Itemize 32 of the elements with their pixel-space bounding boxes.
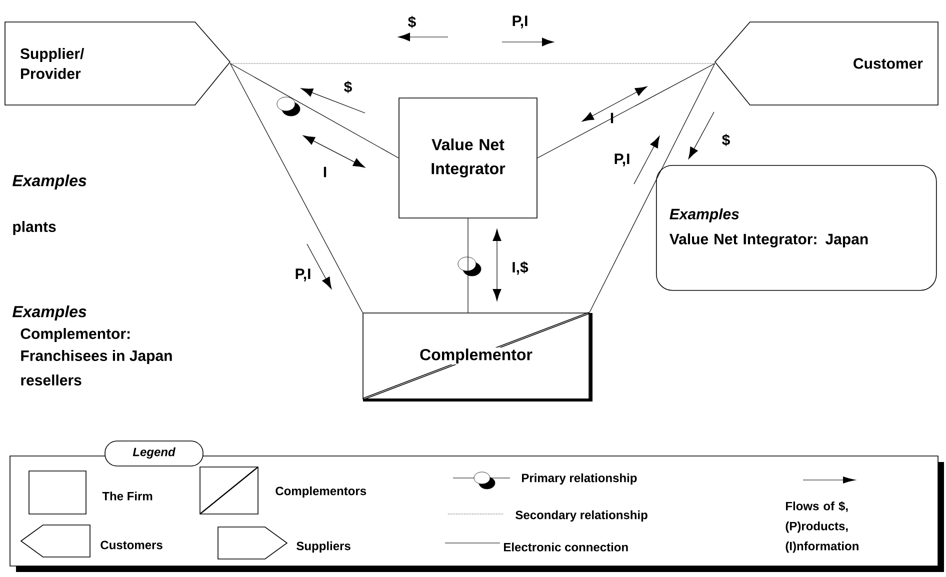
examples-heading: Examples (12, 174, 86, 190)
flow-label: $ (344, 80, 352, 94)
flow-label: P,I (614, 154, 630, 166)
complementor-box: Complementor (362, 312, 592, 402)
flow-label: P,I (296, 268, 310, 282)
flow-label: I,$ (512, 261, 528, 275)
firm-box: Value Net Integrator (398, 98, 538, 218)
legend-text: Flows of $, (P)roducts, (I)nformation (786, 501, 858, 553)
legend-text: Customers (100, 540, 162, 550)
connection-line (230, 63, 399, 158)
flow-label: $ (408, 16, 416, 28)
flow-label: I (610, 112, 614, 124)
dotted-line (230, 63, 716, 64)
legend-text: Suppliers (296, 541, 350, 553)
flow-label: P,I (512, 16, 528, 28)
legend-text: Electronic connection (504, 542, 628, 552)
examples-heading: Examples (12, 306, 86, 320)
connection-line (589, 63, 716, 313)
connection-line (537, 63, 716, 158)
example-text: Franchisees in Japan (21, 350, 172, 364)
example-text: Complementor: (20, 328, 130, 342)
legend-text: Secondary relationship (516, 510, 648, 522)
example-text: plants (13, 221, 56, 235)
legend-tab: Legend (104, 440, 204, 466)
flow-label: I (324, 166, 326, 178)
legend-text: Primary relationship (522, 473, 637, 485)
connection-line (230, 63, 363, 313)
examples-box: Examples Value Net Integrator: Japan (656, 165, 937, 291)
legend-text: The Firm (102, 492, 152, 500)
example-text: resellers (21, 374, 82, 386)
legend-text: Complementors (276, 486, 366, 498)
flow-label: $ (722, 134, 730, 146)
